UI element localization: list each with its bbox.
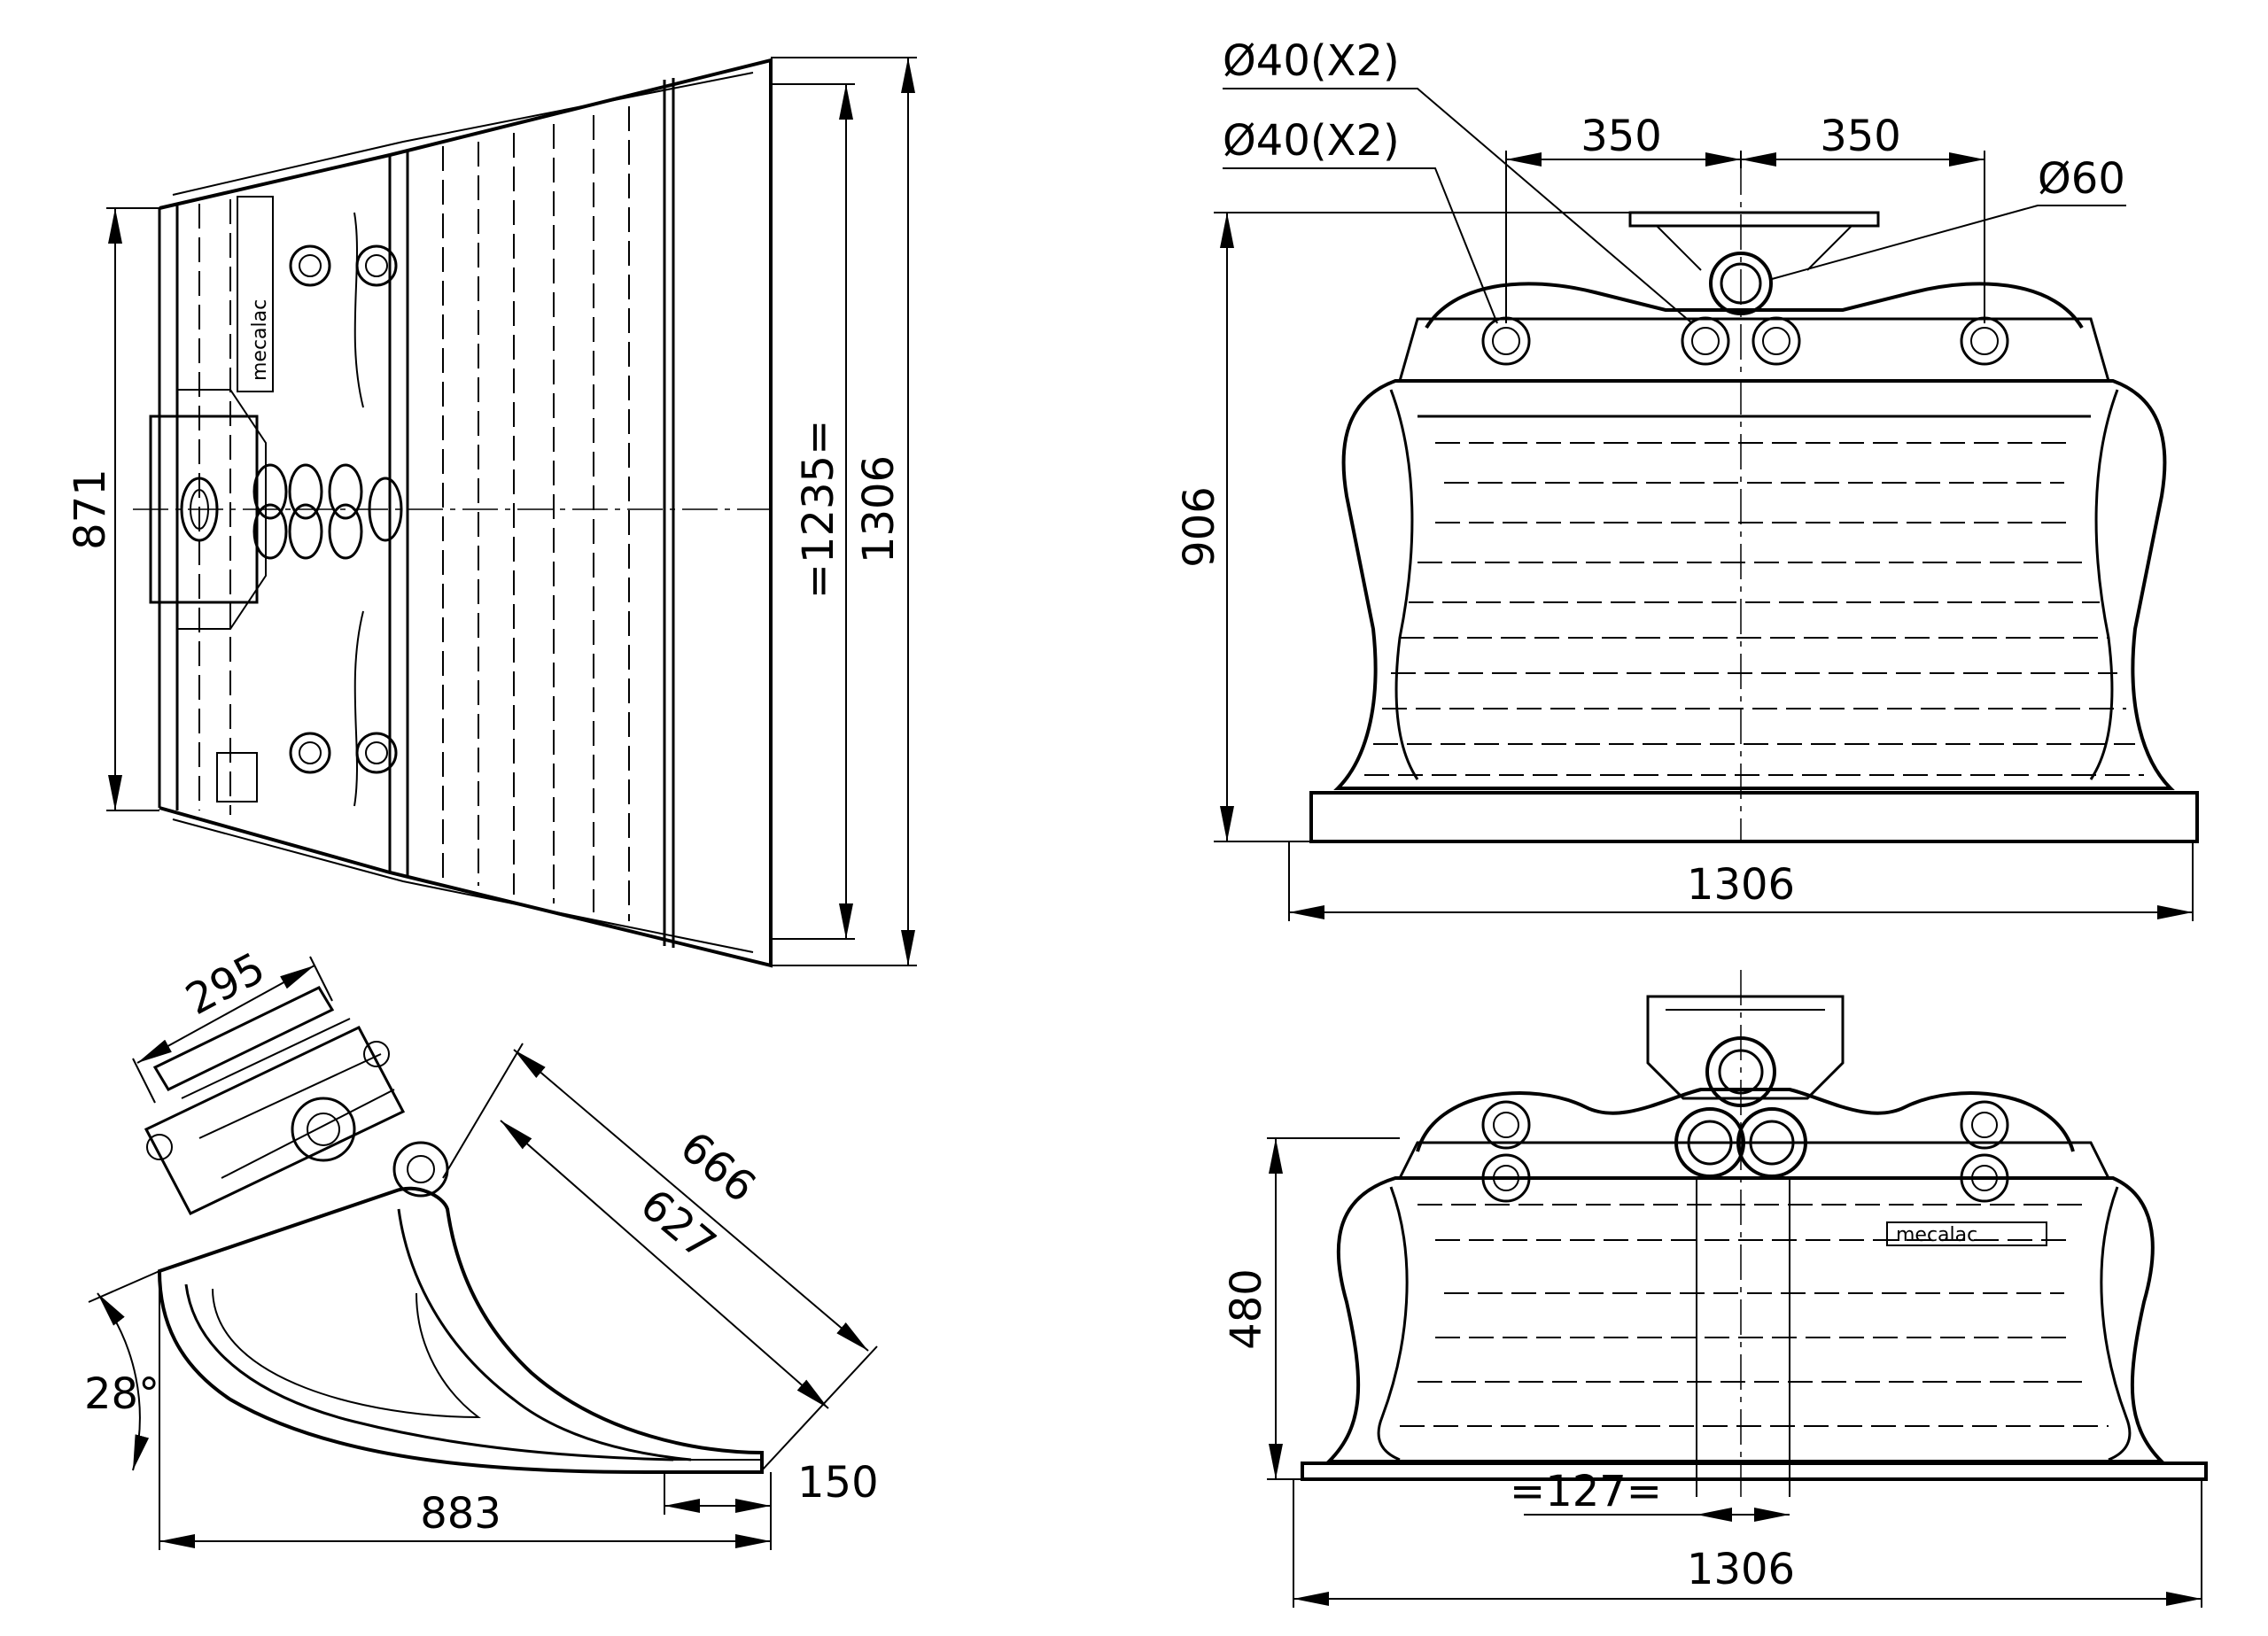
rear-view-top-frame xyxy=(1416,1088,2075,1152)
top-view-ribs xyxy=(198,106,630,921)
front-view-body xyxy=(1333,379,2175,790)
rear-view-body xyxy=(1324,1176,2166,1463)
top-view-logo: mecalac xyxy=(249,299,271,381)
label-hole-inner: Ø40(X2) xyxy=(1223,116,1400,166)
dim-side-150: 150 xyxy=(797,1458,879,1508)
rear-view-ribs xyxy=(1400,1204,2109,1427)
dim-rear-480: 480 xyxy=(1222,1268,1271,1350)
side-view: 295 666 627 28° 883 150 xyxy=(84,943,879,1550)
dim-side-883: 883 xyxy=(420,1489,501,1539)
coupler-plate xyxy=(149,415,259,604)
dim-front-350-right: 350 xyxy=(1820,112,1901,161)
dim-top-1235: =1235= xyxy=(794,420,843,600)
top-view: mecalac 871 =1235= xyxy=(66,57,917,968)
front-view-cutting-edge xyxy=(1309,791,2199,843)
label-hole-outer: Ø40(X2) xyxy=(1223,36,1400,86)
dim-side-295: 295 xyxy=(178,943,273,1025)
dim-side-angle: 28° xyxy=(84,1369,159,1419)
top-view-pins xyxy=(180,244,403,774)
dim-front-906: 906 xyxy=(1175,486,1224,568)
dim-rear-127: =127= xyxy=(1510,1467,1662,1516)
label-hole-center: Ø60 xyxy=(2038,154,2125,204)
rear-view-logo: mecalac xyxy=(1896,1224,1977,1246)
front-view-ribs xyxy=(1364,442,2144,776)
dim-front-1306: 1306 xyxy=(1687,860,1795,910)
rear-view: mecalac 480 =127= 1306 xyxy=(1222,970,2208,1608)
dim-top-871: 871 xyxy=(66,469,115,550)
top-view-outline xyxy=(159,58,773,968)
front-view: Ø40(X2) Ø40(X2) Ø60 350 350 906 1306 xyxy=(1175,36,2199,921)
dim-top-1306: 1306 xyxy=(854,455,904,563)
side-view-bucket-profile xyxy=(157,1186,764,1474)
dim-front-350-left: 350 xyxy=(1581,112,1662,161)
dim-rear-1306: 1306 xyxy=(1687,1545,1795,1594)
